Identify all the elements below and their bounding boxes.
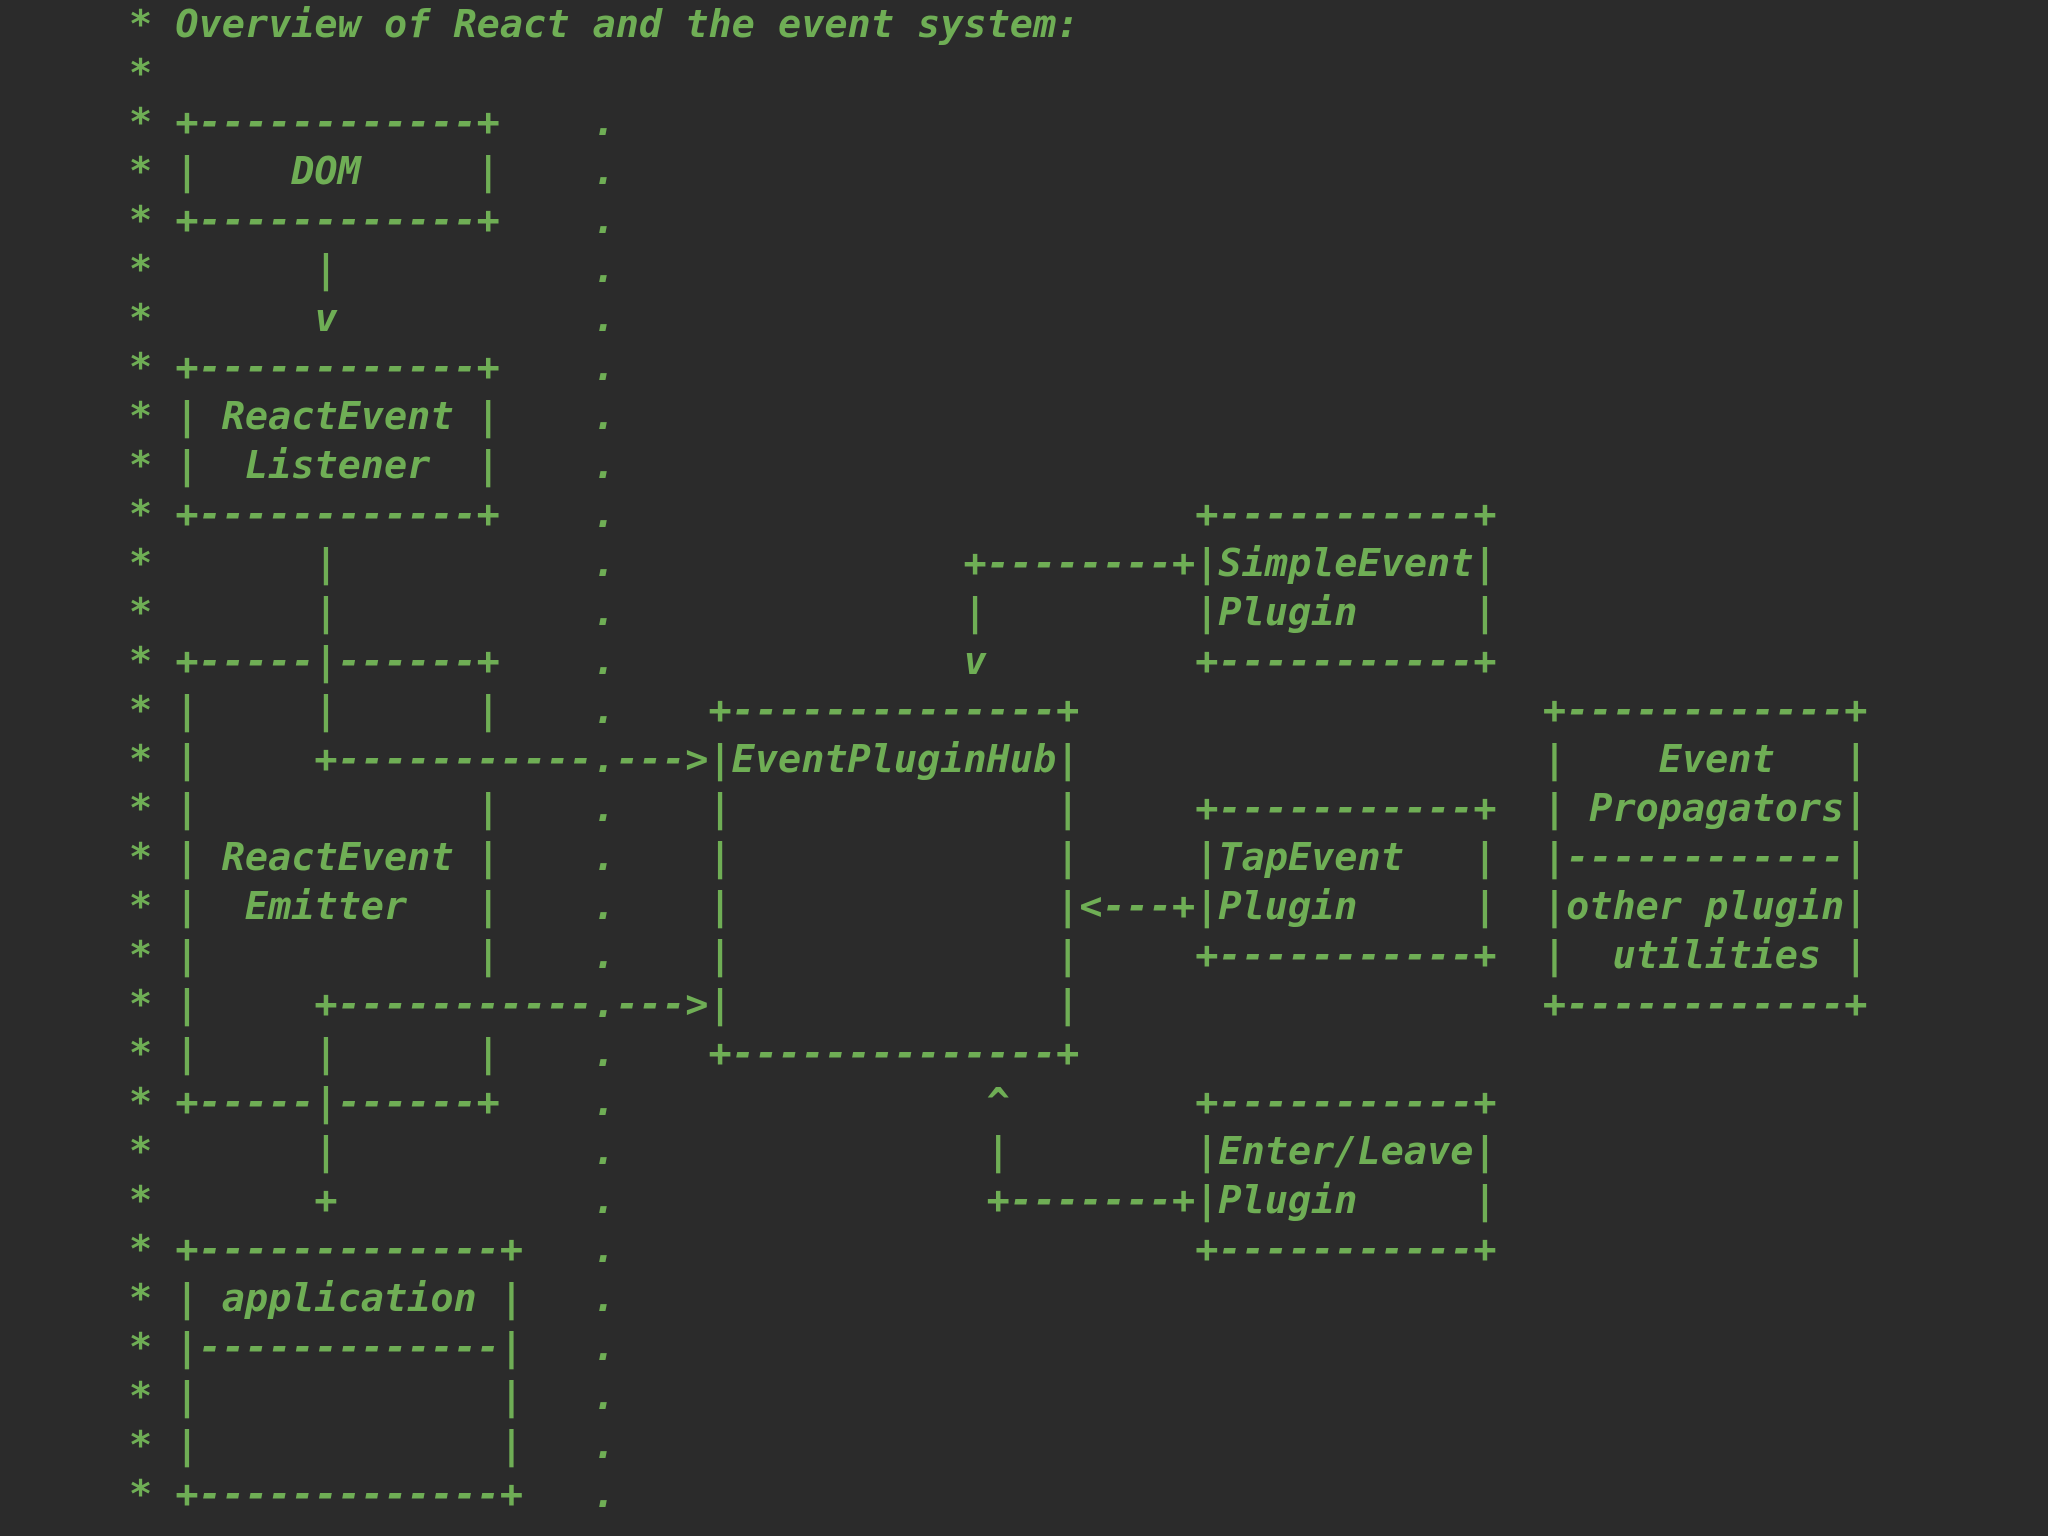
react-event-system-comment: * Overview of React and the event system… bbox=[129, 2, 1868, 1517]
